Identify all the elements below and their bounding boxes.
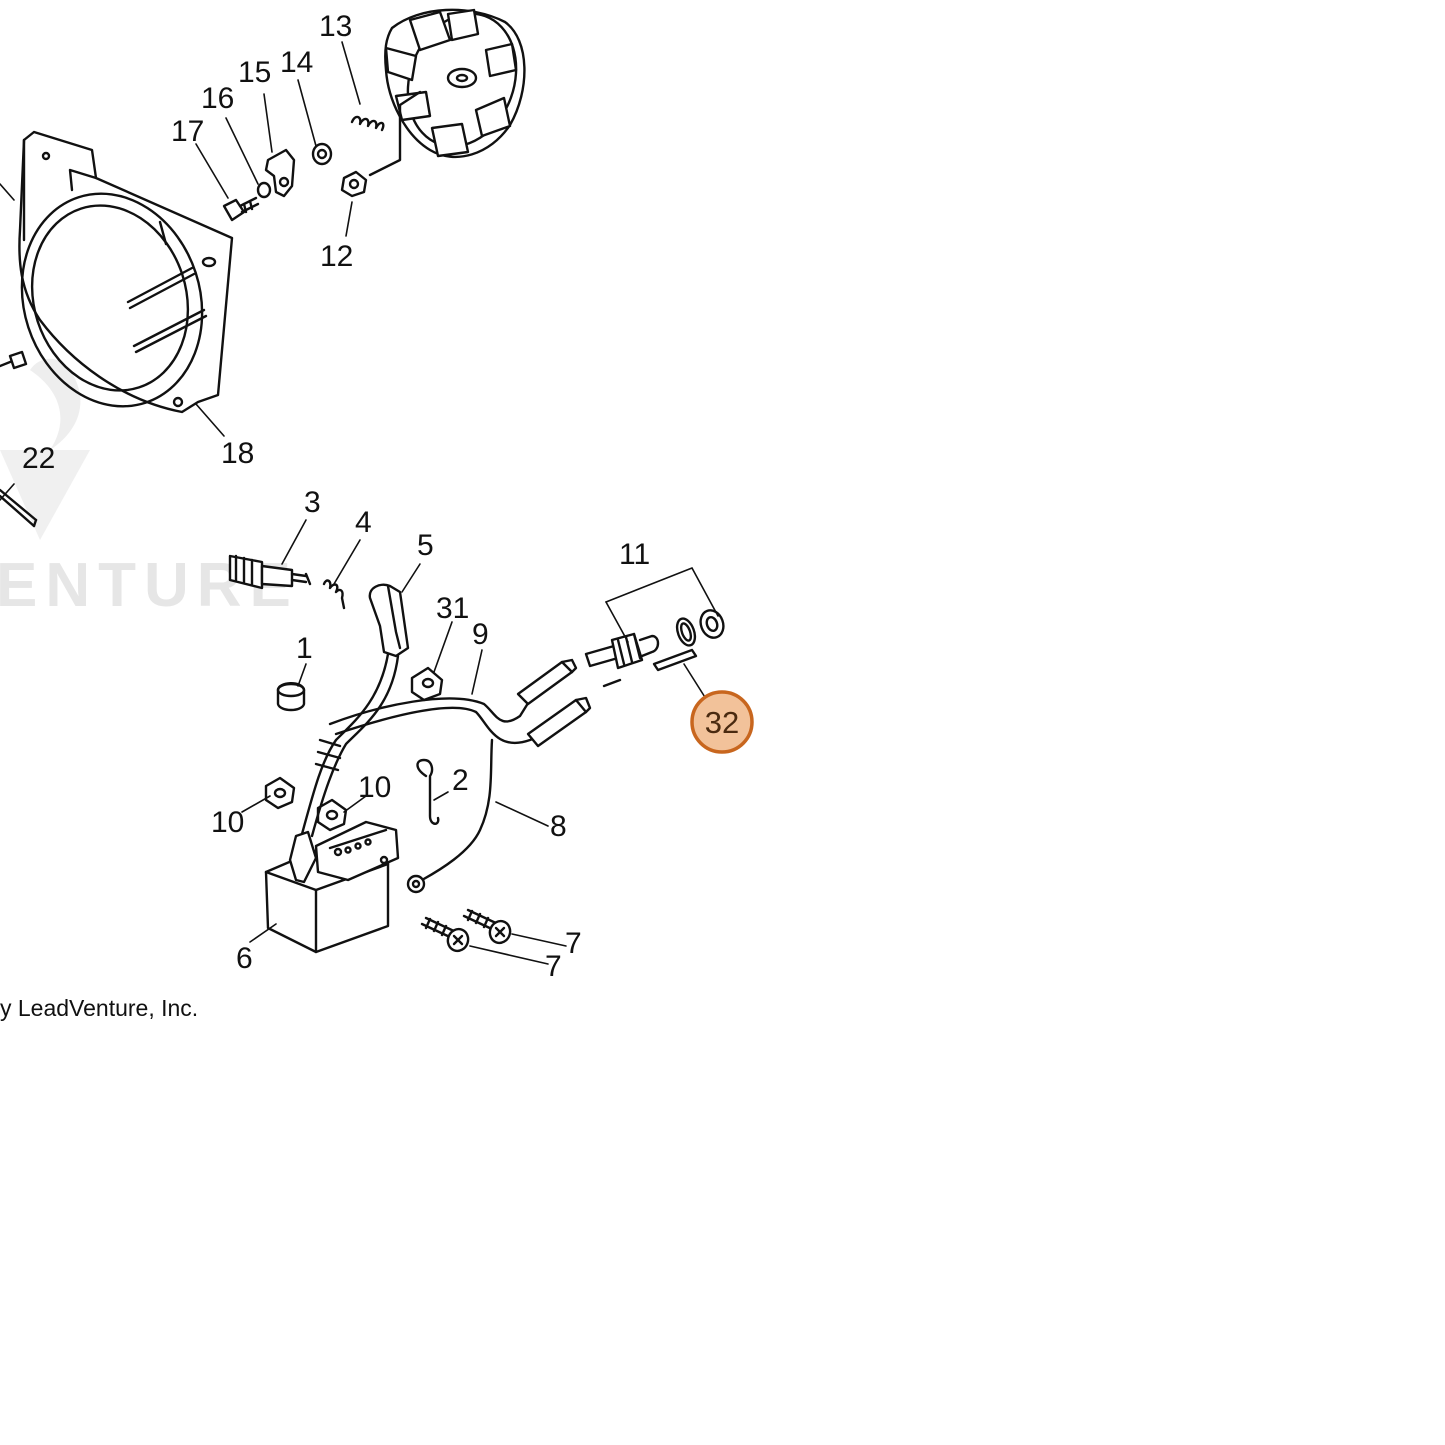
wire-harness-part-9	[300, 652, 542, 838]
label-2: 2	[452, 764, 469, 797]
bolt-part-17	[222, 196, 260, 222]
label-5: 5	[417, 529, 434, 562]
bracket-part-15	[264, 148, 296, 198]
spring-part-13	[350, 115, 385, 132]
label-17: 17	[171, 115, 204, 148]
pin-part-32	[652, 648, 698, 672]
grommet-part-10b	[316, 798, 348, 832]
ground-wire-part-8	[406, 738, 494, 894]
blower-housing-part	[18, 130, 234, 414]
wire-terminal-upper	[516, 658, 578, 706]
flywheel-part	[368, 8, 526, 177]
grommet-part-31	[410, 666, 444, 702]
label-31: 31	[436, 592, 469, 625]
label-11: 11	[619, 538, 650, 571]
spring-clip-part-2	[416, 758, 440, 825]
cap-part-5	[368, 583, 410, 658]
screw-fragment	[0, 350, 28, 370]
label-32[interactable]: 32	[705, 705, 739, 740]
label-22: 22	[22, 442, 55, 475]
ignition-coil-part-6	[264, 820, 400, 954]
grommet-part-1	[276, 682, 306, 712]
wire-terminal-lower	[526, 696, 592, 748]
washer-part-16	[256, 181, 272, 199]
label-14: 14	[280, 46, 313, 79]
label-10b: 10	[358, 771, 391, 804]
copyright-text: y LeadVenture, Inc.	[0, 995, 198, 1021]
label-7a: 7	[565, 927, 582, 960]
label-7b: 7	[545, 950, 562, 983]
label-13: 13	[319, 10, 352, 43]
screw-part-7b	[420, 916, 470, 953]
spring-part-4	[322, 579, 346, 610]
part-labels: 13 14 15 16 17 12 18 22 3 4 5 11 31 9 1 …	[22, 10, 650, 983]
label-1: 1	[296, 632, 313, 665]
nut-part-12	[340, 170, 368, 198]
label-8: 8	[550, 810, 567, 843]
label-3: 3	[304, 486, 321, 519]
screw-part-7a	[462, 908, 512, 945]
leader-lines	[0, 41, 719, 965]
terminal-set-part-11	[584, 609, 725, 688]
highlighted-callout-32[interactable]: 32	[690, 690, 754, 754]
spark-plug-part-3	[228, 554, 312, 590]
label-9: 9	[472, 618, 489, 651]
washer-part-14	[311, 142, 333, 166]
label-16: 16	[201, 82, 234, 115]
label-10a: 10	[211, 806, 244, 839]
label-18: 18	[221, 437, 254, 470]
label-6: 6	[236, 942, 253, 975]
label-4: 4	[355, 506, 372, 539]
label-15: 15	[238, 56, 271, 89]
label-12: 12	[320, 240, 353, 273]
highlight-circle[interactable]	[690, 690, 754, 754]
grommet-part-10a	[264, 776, 296, 810]
bolt-part-22	[0, 488, 38, 528]
